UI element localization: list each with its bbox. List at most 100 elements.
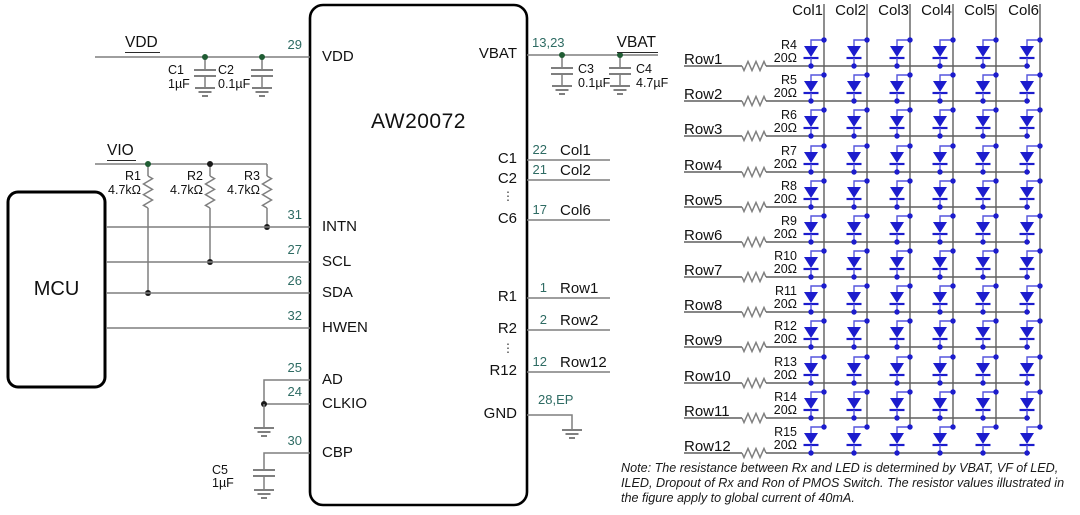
- row-res-ref-r15: R15: [774, 425, 797, 439]
- cap-ref-c4: C4: [636, 62, 652, 76]
- row-label-row10: Row10: [684, 368, 731, 385]
- pin-net-row12: Row12: [560, 354, 607, 371]
- pin-number-vdd: 29: [287, 37, 302, 52]
- pullup-value-r2: 4.7kΩ: [170, 183, 203, 197]
- pin-net-row2: Row2: [560, 312, 599, 329]
- col-label-col5: Col5: [964, 2, 995, 19]
- pin-number-ad: 25: [287, 360, 302, 375]
- row-label-row5: Row5: [684, 192, 723, 209]
- pin-number-cbp: 30: [287, 433, 302, 448]
- pin-net-row1: Row1: [560, 280, 599, 297]
- pin-number-c1: 22: [532, 142, 547, 157]
- col-label-col6: Col6: [1008, 2, 1039, 19]
- mcu-box: [6, 190, 107, 389]
- chip-outline: [308, 3, 529, 507]
- pin-wires: [527, 159, 610, 439]
- pullup-ref-r2: R2: [187, 169, 203, 183]
- row-label-row11: Row11: [684, 403, 730, 420]
- pin-number-vbat: 13,23: [532, 35, 565, 50]
- led-matrix: [684, 4, 1043, 460]
- pin-name-gnd: GND: [483, 405, 517, 422]
- pin-name-r2: R2: [497, 320, 517, 337]
- pin-number-scl: 27: [287, 242, 302, 257]
- pin-number-gnd: 28,EP: [538, 392, 574, 407]
- row-res-ref-r11: R11: [774, 284, 797, 298]
- pin-net-col1: Col1: [560, 142, 591, 159]
- pin-name-vbat: VBAT: [478, 45, 517, 62]
- ad-clkio-cbp: [253, 379, 310, 499]
- row-res-ref-r4: R4: [781, 38, 797, 52]
- pin-name-c6: C6: [497, 210, 517, 227]
- row-res-ref-r13: R13: [774, 355, 797, 369]
- cap-ref-c3: C3: [578, 62, 594, 76]
- i2c-wires: [106, 226, 310, 329]
- net-label-vio: VIO: [107, 142, 136, 162]
- vbat-rail: [527, 52, 658, 95]
- row-label-row4: Row4: [684, 157, 723, 174]
- cap-value-c4: 4.7µF: [636, 76, 669, 90]
- row-res-value-r10: 20Ω: [773, 262, 797, 276]
- row-res-value-r4: 20Ω: [773, 51, 797, 65]
- col-label-col1: Col1: [792, 2, 823, 19]
- row-label-row1: Row1: [684, 51, 723, 68]
- row-res-value-r8: 20Ω: [773, 192, 797, 206]
- vdd-rail: [95, 54, 310, 97]
- pin-name-clkio: CLKIO: [322, 395, 368, 412]
- row-res-ref-r5: R5: [781, 73, 797, 87]
- pin-name-sda: SDA: [322, 284, 353, 301]
- net-label-vdd: VDD: [125, 34, 160, 54]
- pin-number-sda: 26: [287, 273, 302, 288]
- cap-ref-c1: C1: [168, 63, 184, 77]
- row-res-value-r6: 20Ω: [773, 121, 797, 135]
- row-res-ref-r8: R8: [781, 179, 797, 193]
- chip-name: AW20072: [371, 110, 466, 133]
- pin-name-ad: AD: [322, 371, 343, 388]
- pullup-value-r1: 4.7kΩ: [108, 183, 141, 197]
- note-text-line3: the figure apply to global current of 40…: [621, 491, 855, 505]
- row-label-row12: Row12: [684, 438, 731, 455]
- pin-name-r12: R12: [489, 362, 517, 379]
- row-res-value-r15: 20Ω: [773, 438, 797, 452]
- row-label-row2: Row2: [684, 86, 723, 103]
- row-res-value-r9: 20Ω: [773, 227, 797, 241]
- mcu-label: MCU: [33, 278, 80, 300]
- col-label-col3: Col3: [878, 2, 909, 19]
- row-res-value-r11: 20Ω: [773, 297, 797, 311]
- row-res-ref-r6: R6: [781, 108, 797, 122]
- row-res-ref-r14: R14: [774, 390, 797, 404]
- net-label-vbat: VBAT: [616, 34, 658, 54]
- pin-number-hwen: 32: [287, 308, 302, 323]
- pin-name-scl: SCL: [322, 253, 352, 270]
- row-res-ref-r10: R10: [774, 249, 797, 263]
- row-res-ref-r7: R7: [781, 144, 797, 158]
- pin-name-cbp: CBP: [322, 444, 353, 461]
- row-label-row9: Row9: [684, 332, 723, 349]
- cap-value-c1: 1µF: [168, 77, 190, 91]
- row-res-value-r7: 20Ω: [773, 157, 797, 171]
- pin-number-r2: 2: [539, 312, 547, 327]
- row-res-value-r13: 20Ω: [773, 368, 797, 382]
- pin-name-hwen: HWEN: [322, 319, 368, 336]
- pullup-value-r3: 4.7kΩ: [227, 183, 260, 197]
- row-res-ref-r12: R12: [774, 319, 797, 333]
- row-label-row7: Row7: [684, 262, 723, 279]
- pin-name-c1: C1: [497, 150, 517, 167]
- pin-number-clkio: 24: [287, 384, 302, 399]
- pullup-ref-r1: R1: [125, 169, 141, 183]
- pin-net-col2: Col2: [560, 162, 591, 179]
- pin-number-c2: 21: [532, 162, 547, 177]
- row-label-row3: Row3: [684, 121, 723, 138]
- row-label-row8: Row8: [684, 297, 723, 314]
- chip-row-ellipsis: ⋮: [502, 341, 514, 355]
- col-label-col2: Col2: [835, 2, 866, 19]
- note-text-line2: ILED, Dropout of Rx and Ron of PMOS Swit…: [621, 476, 1065, 490]
- pin-number-c6: 17: [532, 202, 547, 217]
- pullup-ref-r3: R3: [244, 169, 260, 183]
- cap-value-c5: 1µF: [212, 476, 234, 490]
- pin-number-r1: 1: [539, 280, 547, 295]
- cap-ref-c5: C5: [212, 463, 228, 477]
- row-res-value-r14: 20Ω: [773, 403, 797, 417]
- pin-name-intn: INTN: [322, 218, 357, 235]
